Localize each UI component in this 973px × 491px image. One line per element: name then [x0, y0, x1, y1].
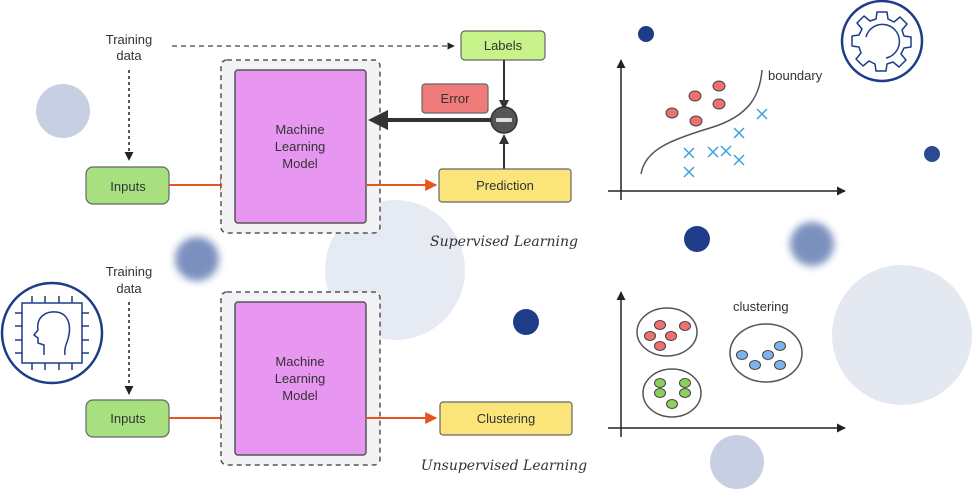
cluster-boundary-red: [636, 307, 698, 357]
inputs-label: Inputs: [110, 179, 146, 194]
bg-circle: [175, 237, 219, 281]
green-cluster-point: [654, 388, 666, 398]
blue-cluster-point: [749, 360, 761, 370]
supervised-caption: Supervised Learning: [430, 234, 578, 250]
red-cluster-point: [654, 341, 666, 351]
error-label: Error: [441, 91, 471, 106]
clustering-label: Clustering: [477, 411, 536, 426]
green-cluster-point: [666, 399, 678, 409]
prediction-label: Prediction: [476, 178, 534, 193]
model-label: Learning: [275, 371, 326, 386]
red-point: [688, 90, 702, 102]
blue-cluster-point: [774, 341, 786, 351]
green-cluster-point: [654, 378, 666, 388]
bg-circle: [710, 435, 764, 489]
boundary-label: boundary: [768, 68, 823, 83]
unsupervised-caption: Unsupervised Learning: [421, 458, 587, 474]
unsupervised-section: Training data Inputs Machine Learning Mo…: [0, 264, 846, 474]
model-label: Model: [282, 388, 318, 403]
training-data-label: Training: [106, 264, 152, 279]
cluster-boundary-blue: [729, 323, 803, 383]
blue-cluster-point: [774, 360, 786, 370]
blue-x-mark: [707, 146, 719, 158]
bg-circle: [684, 226, 710, 252]
inputs-label: Inputs: [110, 411, 146, 426]
model-label: Machine: [275, 122, 324, 137]
red-cluster-point: [679, 321, 691, 331]
decision-boundary-curve: [640, 69, 763, 175]
blue-x-mark: [756, 108, 768, 120]
model-label: Model: [282, 156, 318, 171]
bg-circle: [924, 146, 940, 162]
red-point: [665, 107, 679, 119]
error-box: [421, 83, 489, 114]
gear-icon: [840, 0, 924, 83]
red-cluster-point: [654, 320, 666, 330]
cluster-boundary-green: [642, 368, 702, 418]
ml-model-box: [234, 301, 367, 456]
red-cluster-point: [644, 331, 656, 341]
bg-circle: [513, 309, 539, 335]
blue-x-mark: [720, 145, 732, 157]
training-data-label: data: [116, 48, 142, 63]
boundary-plot: boundary: [608, 59, 846, 200]
prediction-box: [438, 168, 572, 203]
ai-head-chip-icon: [0, 281, 104, 385]
red-cluster-point: [665, 331, 677, 341]
bg-circle: [36, 84, 90, 138]
model-label: Learning: [275, 139, 326, 154]
blue-cluster-point: [762, 350, 774, 360]
training-data-label: Training: [106, 32, 152, 47]
blue-x-mark: [683, 147, 695, 159]
labels-label: Labels: [484, 38, 523, 53]
bg-circle: [790, 222, 834, 266]
minus-icon: [490, 106, 518, 134]
cluster-plot: clustering: [608, 291, 846, 437]
green-cluster-point: [679, 388, 691, 398]
clustering-box: [439, 401, 573, 436]
blue-x-mark: [733, 154, 745, 166]
blue-x-mark: [683, 166, 695, 178]
bg-circle: [832, 265, 972, 405]
supervised-section: Training data Inputs Machine Learning Mo…: [85, 0, 924, 250]
blue-cluster-point: [736, 350, 748, 360]
model-label: Machine: [275, 354, 324, 369]
bg-circle: [638, 26, 654, 42]
ml-model-box: [234, 69, 367, 224]
training-data-label: data: [116, 281, 142, 296]
green-cluster-point: [679, 378, 691, 388]
clustering-plot-label: clustering: [733, 299, 789, 314]
red-point: [712, 80, 726, 92]
background-decoration: [36, 26, 972, 489]
blue-x-mark: [733, 127, 745, 139]
red-point: [689, 115, 703, 127]
red-point: [712, 98, 726, 110]
